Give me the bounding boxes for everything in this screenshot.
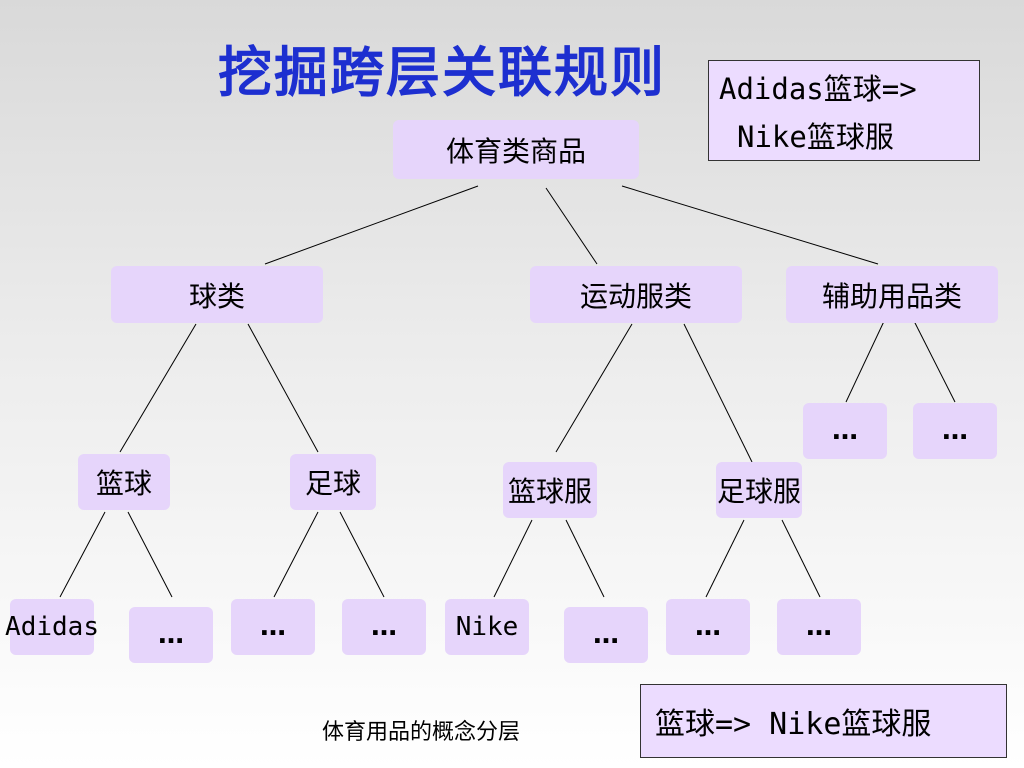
edge <box>621 185 879 265</box>
edge <box>119 323 197 453</box>
node-accessory-category: 辅助用品类 <box>786 266 998 323</box>
edge <box>545 187 598 265</box>
edge <box>911 316 956 403</box>
rule-callout-bottom: 篮球=> Nike篮球服 <box>640 684 1007 758</box>
node-accessory-more: … <box>803 403 887 459</box>
leaf-more: … <box>666 599 750 655</box>
edge <box>264 185 479 265</box>
edge <box>247 323 319 453</box>
edge <box>555 323 633 453</box>
edge <box>339 511 385 598</box>
edge <box>127 511 173 598</box>
leaf-more: … <box>342 599 426 655</box>
leaf-nike: Nike <box>445 599 529 655</box>
rule-top-line1: Adidas篮球=> <box>719 72 917 106</box>
edge <box>59 511 106 598</box>
node-basketball-wear: 篮球服 <box>503 462 597 518</box>
node-football: 足球 <box>290 454 376 510</box>
rule-callout-top: Adidas篮球=> Nike篮球服 <box>708 60 980 161</box>
leaf-more: … <box>777 599 861 655</box>
leaf-more: … <box>231 599 315 655</box>
edge <box>493 519 533 598</box>
rule-bottom-text: 篮球=> Nike篮球服 <box>655 707 932 742</box>
edge <box>705 519 745 598</box>
leaf-more: … <box>129 607 213 663</box>
edge <box>781 519 821 598</box>
rule-top-line2: Nike篮球服 <box>737 120 894 154</box>
edge <box>845 316 887 403</box>
edge <box>565 519 605 598</box>
node-sportswear-category: 运动服类 <box>530 266 742 323</box>
edge <box>683 323 753 463</box>
page-title: 挖掘跨层关联规则 <box>218 40 666 104</box>
node-ball-category: 球类 <box>111 266 323 323</box>
node-accessory-more: … <box>913 403 997 459</box>
diagram-caption: 体育用品的概念分层 <box>322 720 521 745</box>
node-basketball: 篮球 <box>78 454 170 510</box>
leaf-more: … <box>564 607 648 663</box>
node-root: 体育类商品 <box>393 120 639 179</box>
edge <box>273 511 319 598</box>
node-football-wear: 足球服 <box>716 462 802 518</box>
leaf-adidas: Adidas <box>5 599 99 655</box>
